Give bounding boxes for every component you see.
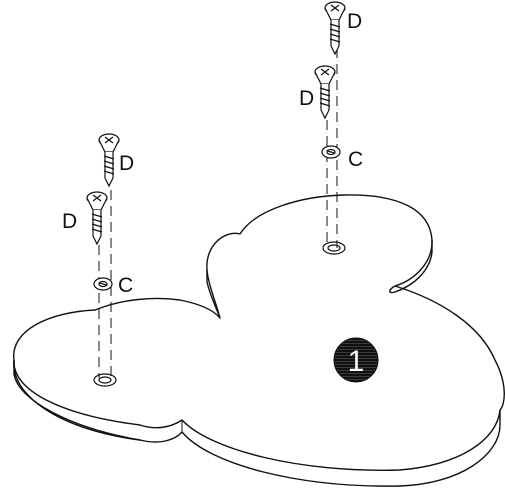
- screw-left-lower: [86, 191, 108, 246]
- washer-right: [321, 145, 341, 159]
- screw-left-upper: [98, 133, 120, 188]
- label-screw-top-right: D: [347, 10, 362, 33]
- base-plate-notch: [389, 285, 396, 294]
- part-number-badge: 1: [333, 337, 379, 383]
- part-number-label: 1: [348, 345, 365, 378]
- label-screw-left-lower: D: [62, 210, 77, 233]
- base-plate: [13, 194, 505, 487]
- screw-right-lower: [314, 65, 336, 120]
- base-plate-top-edge: [13, 194, 505, 471]
- base-plate-upper-lobe-side: [206, 270, 221, 319]
- label-screw-left-upper: D: [119, 152, 134, 175]
- label-washer-left: C: [118, 274, 133, 297]
- washer-left: [93, 277, 113, 291]
- label-screw-right: D: [299, 87, 314, 110]
- screw-right-upper: [324, 1, 346, 56]
- base-plate-upper-lobe-rim: [394, 240, 433, 293]
- label-washer-right: C: [348, 148, 363, 171]
- base-plate-bottom-edge: [13, 359, 501, 487]
- mounting-hole-right: [322, 241, 346, 255]
- base-plate-left-rim: [13, 360, 141, 441]
- mounting-hole-left: [93, 373, 117, 387]
